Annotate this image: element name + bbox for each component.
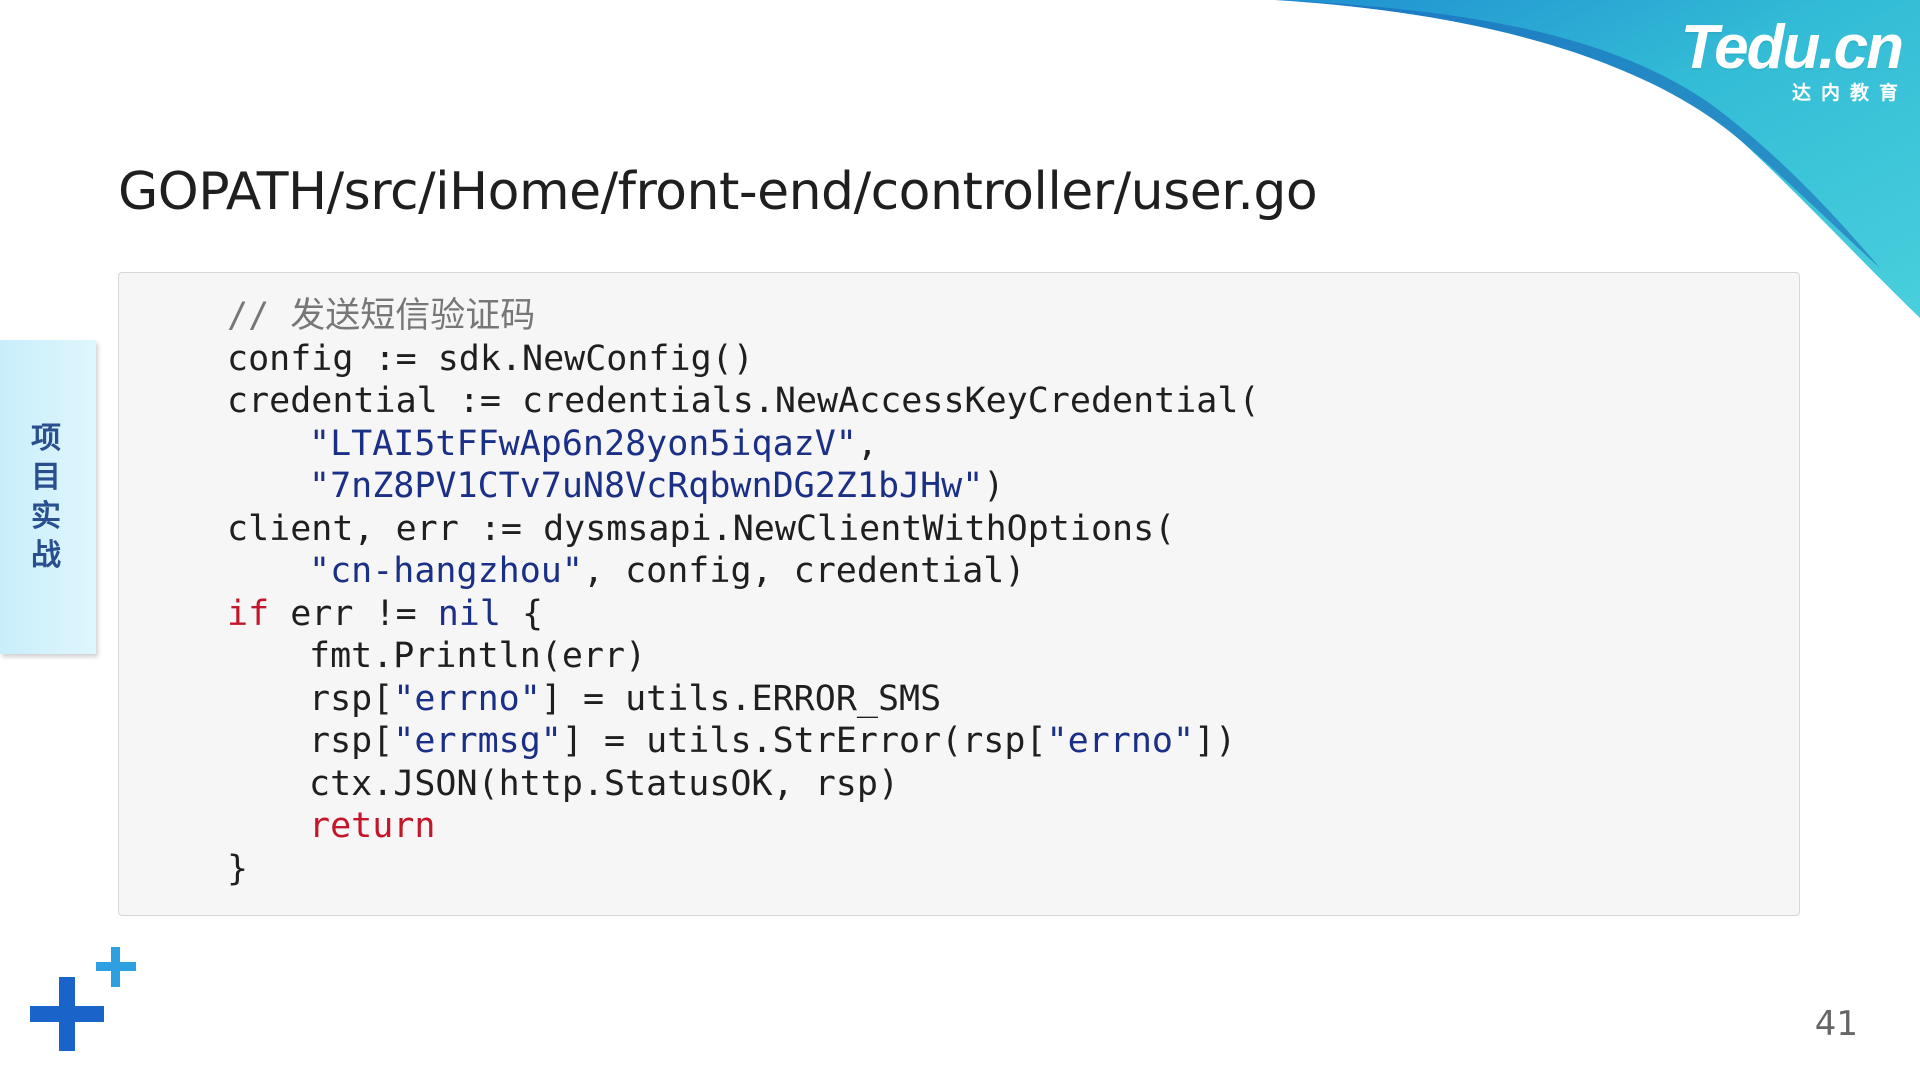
code-line: credential := credentials.NewAccessKeyCr… [227, 381, 1260, 421]
section-tab-char: 实 [31, 499, 61, 534]
code-line: "cn-hangzhou", config, credential) [227, 550, 1799, 593]
code-line: ctx.JSON(http.StatusOK, rsp) [309, 763, 900, 804]
code-text: ]) [1194, 721, 1237, 761]
tedu-logo: Tedu.cn 达内教育 [1632, 13, 1904, 116]
section-tab-char: 目 [31, 460, 61, 495]
section-tab-char: 战 [31, 538, 61, 573]
code-text: , config, credential) [582, 551, 1026, 591]
code-keyword: nil [437, 593, 501, 634]
code-text: rsp[ [309, 678, 394, 719]
section-tab: 项 目 实 战 [0, 340, 96, 654]
code-string: "cn-hangzhou" [309, 551, 583, 591]
code-text: { [500, 593, 544, 634]
code-string: "7nZ8PV1CTv7uN8VcRqbwnDG2Z1bJHw" [309, 466, 984, 506]
code-line: return [227, 805, 1799, 848]
section-tab-char: 项 [31, 421, 61, 456]
code-string: "errmsg" [393, 721, 562, 761]
code-line: } [227, 848, 249, 889]
code-line: rsp["errmsg"] = utils.StrError(rsp["errn… [227, 720, 1799, 763]
page-number: 41 [1814, 1004, 1858, 1044]
code-line: client, err := dysmsapi.NewClientWithOpt… [227, 508, 1176, 549]
code-keyword: return [309, 806, 436, 846]
code-line: "7nZ8PV1CTv7uN8VcRqbwnDG2Z1bJHw") [227, 465, 1799, 508]
code-string: "LTAI5tFFwAp6n28yon5iqazV" [309, 423, 857, 464]
code-line: rsp["errno"] = utils.ERROR_SMS [227, 678, 1799, 721]
code-line: fmt.Println(err) [309, 636, 647, 676]
code-text: rsp[ [309, 721, 394, 761]
code-string: "errno" [1046, 721, 1195, 761]
code-text: , [856, 423, 878, 464]
logo-subtitle: 达内教育 [1791, 82, 1908, 104]
code-text: err != [269, 593, 438, 634]
code-line-comment: // 发送短信验证码 [227, 295, 1799, 338]
slide-title: GOPATH/src/iHome/front-end/controller/us… [118, 162, 1318, 222]
code-line: if err != nil { [227, 593, 1799, 636]
code-text: ) [983, 466, 1005, 506]
code-comment: // 发送短信验证码 [227, 296, 536, 336]
code-text: ] = utils.StrError(rsp[ [561, 721, 1047, 761]
code-string: "errno" [393, 678, 541, 719]
code-line: config := sdk.NewConfig() [227, 338, 754, 379]
plus-big-icon [59, 977, 75, 1051]
code-text: ] = utils.ERROR_SMS [540, 678, 942, 719]
plus-small-icon [111, 947, 120, 987]
code-keyword: if [227, 593, 270, 634]
code-line: "LTAI5tFFwAp6n28yon5iqazV", [227, 423, 1799, 466]
code-block: // 发送短信验证码 config := sdk.NewConfig() cre… [118, 272, 1800, 916]
logo-wordmark: Tedu.cn [1680, 13, 1904, 82]
